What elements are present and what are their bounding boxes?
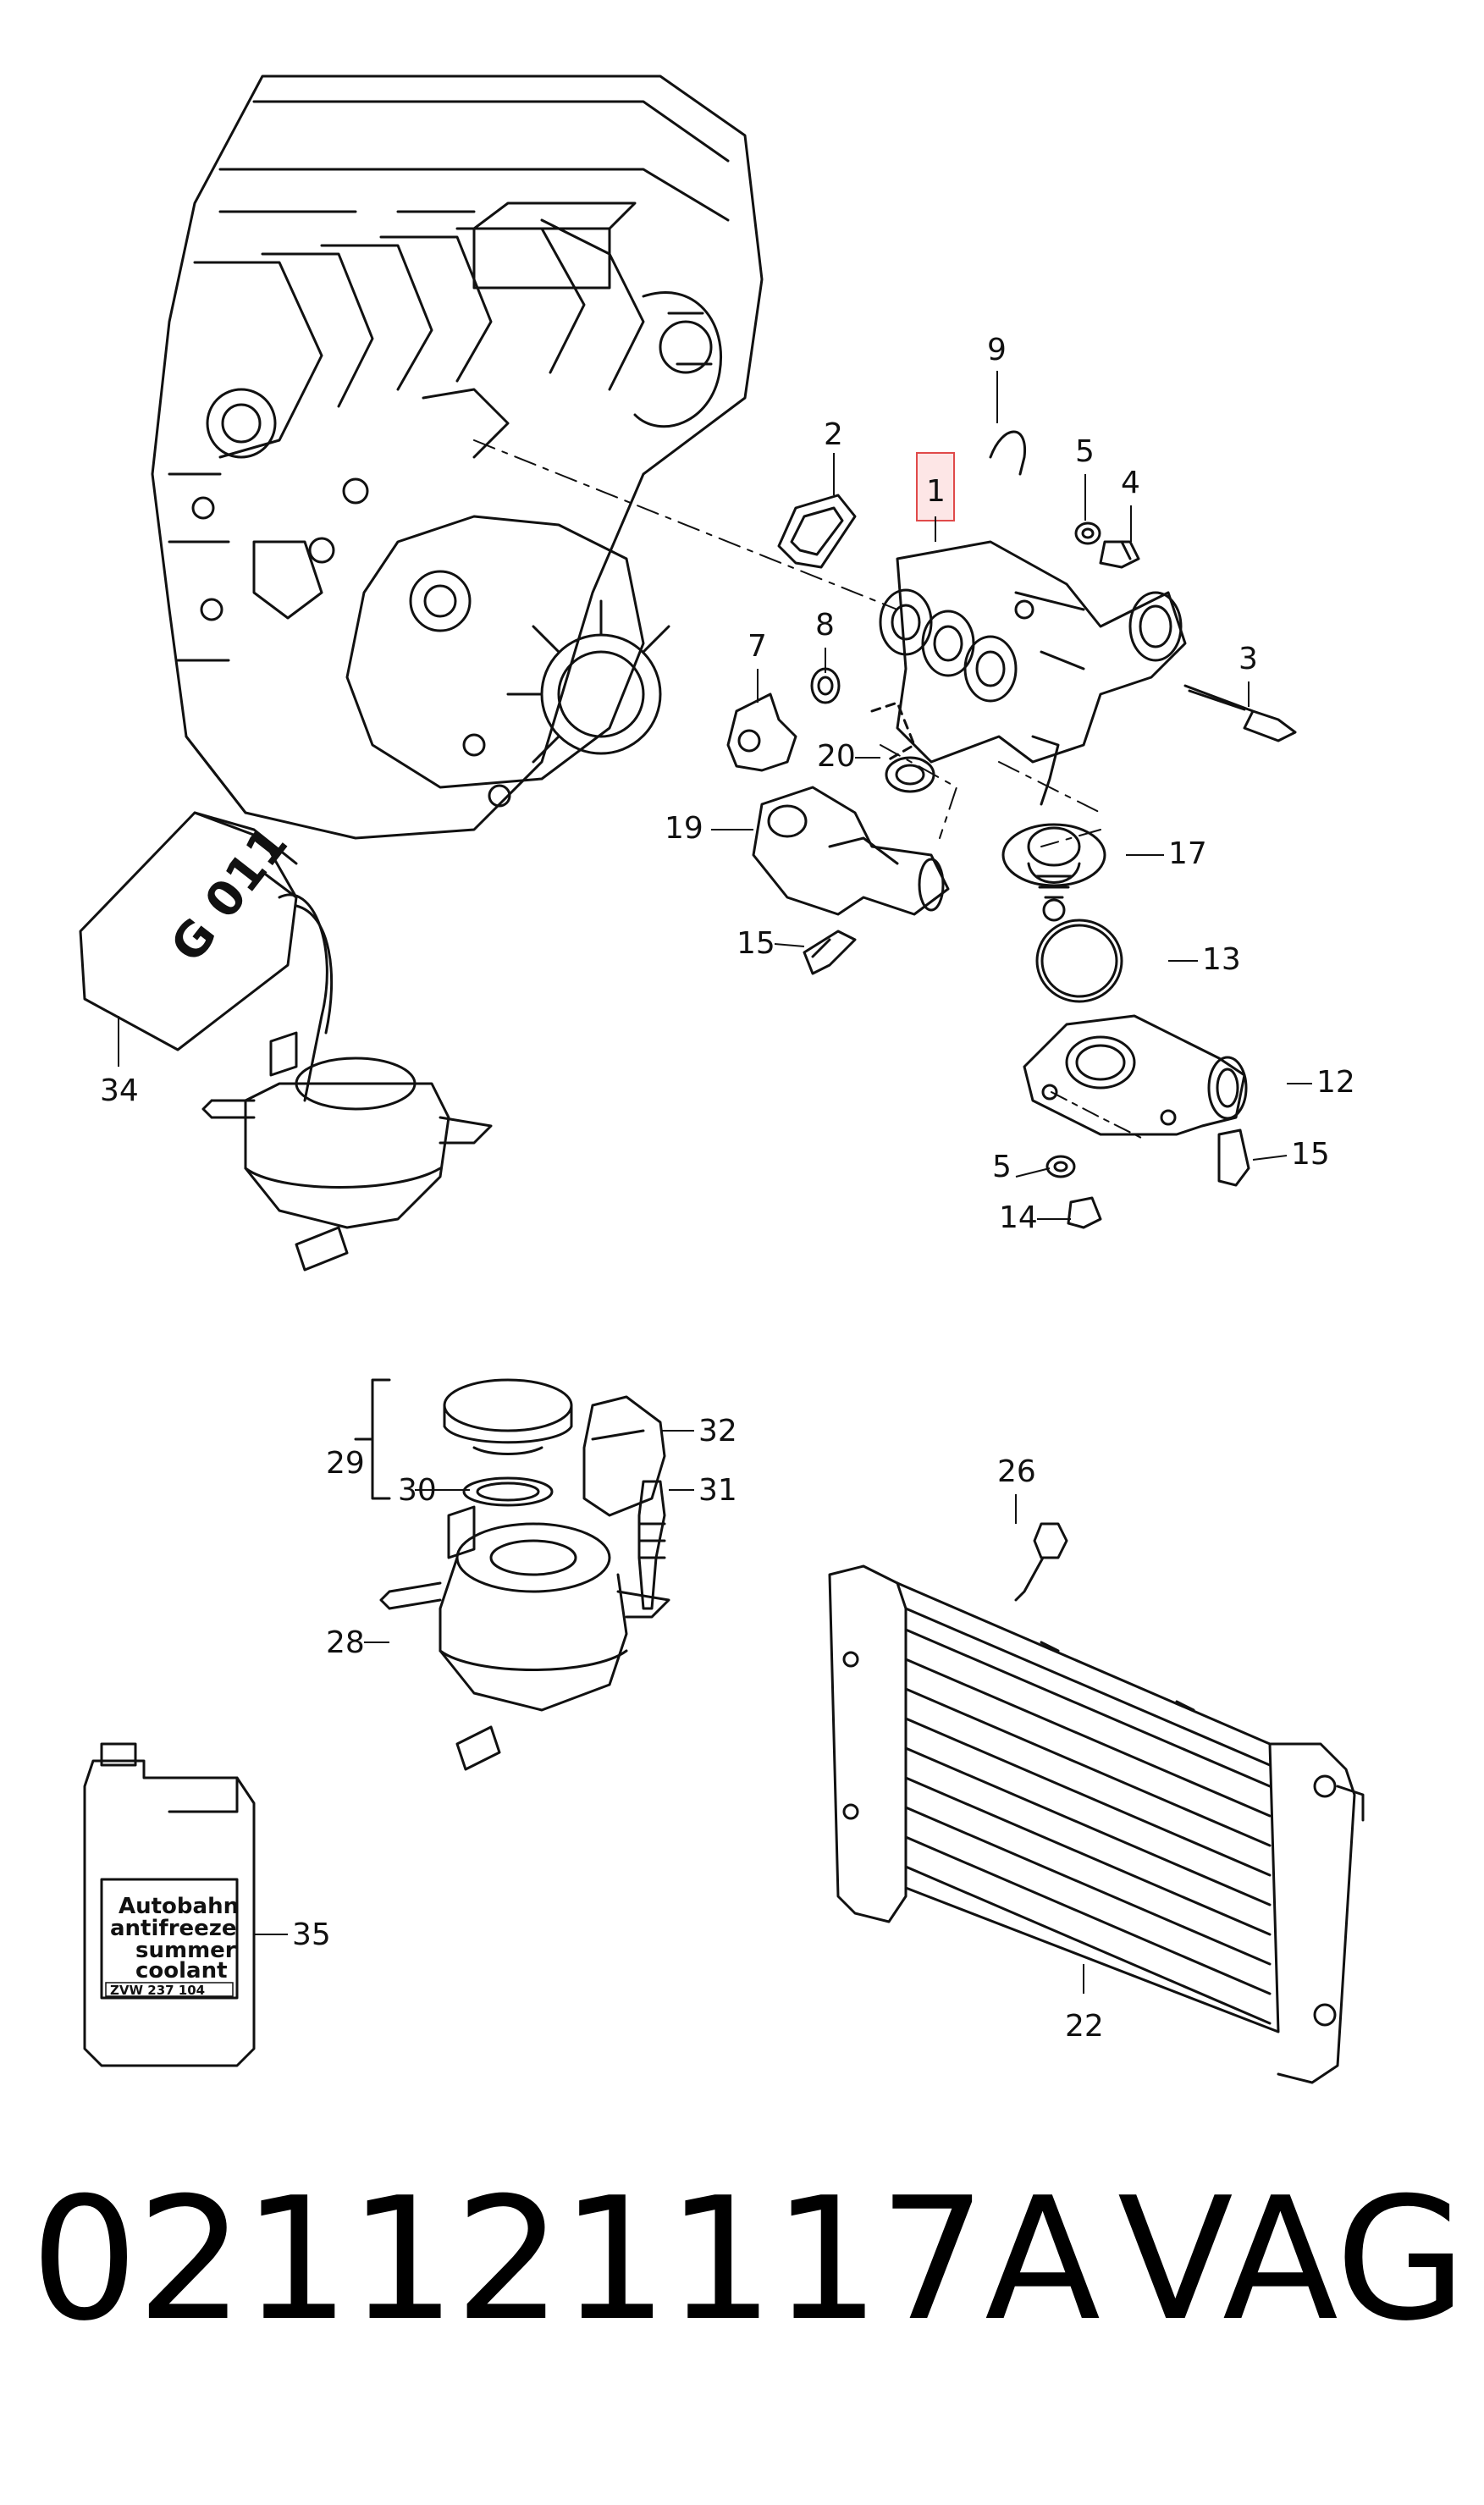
callout-1: 1	[926, 474, 946, 509]
callout-34: 34	[100, 1073, 139, 1108]
radiator	[828, 1564, 1365, 2084]
callout-28: 28	[326, 1625, 365, 1660]
level-sensor	[637, 1480, 666, 1610]
retaining-clip	[989, 430, 1027, 476]
callout-17: 17	[1168, 836, 1207, 871]
callout-15-right: 15	[1291, 1137, 1330, 1172]
callout-12: 12	[1316, 1065, 1355, 1100]
callout-35: 35	[292, 1917, 331, 1952]
callout-19: 19	[665, 811, 703, 846]
coolant-jug	[83, 1742, 256, 2067]
callout-9: 9	[987, 333, 1007, 367]
expansion-tank-pour	[201, 1031, 493, 1272]
callout-5-lower: 5	[992, 1150, 1012, 1184]
hose-connector	[582, 1395, 666, 1517]
thermostat	[1001, 735, 1106, 922]
callout-13: 13	[1202, 942, 1241, 977]
jug-label-line3: summer	[135, 1938, 236, 1963]
jug-label-line2: antifreeze	[110, 1916, 237, 1941]
thermostat-cover	[1023, 1014, 1248, 1136]
coolant-elbow	[752, 786, 950, 916]
engine-block-illustration	[151, 74, 764, 840]
callouts: 1 2 3 4 5 7 8 9 12 13 14 15 15 17 19 20 …	[100, 333, 1355, 2044]
canister-label: G 011	[160, 817, 298, 973]
callout-30: 30	[398, 1473, 437, 1508]
callout-7: 7	[748, 629, 767, 664]
coolant-flange-housing	[879, 540, 1187, 764]
jug-label-code: ZVW 237 104	[110, 1983, 205, 1998]
gasket	[777, 494, 857, 569]
jug-label-line4: coolant	[135, 1958, 228, 1984]
jug-label-line1: Autobahn	[119, 1894, 239, 1919]
callout-15-left: 15	[736, 926, 775, 961]
callout-8: 8	[815, 608, 835, 643]
highlight-box	[916, 452, 955, 521]
callout-5: 5	[1075, 434, 1095, 469]
leader-lines	[118, 371, 1312, 1994]
callout-26: 26	[997, 1454, 1036, 1489]
callout-4: 4	[1121, 466, 1140, 500]
brand-name: VAG	[1117, 2161, 1467, 2359]
expansion-tank	[379, 1505, 670, 1771]
callout-32: 32	[698, 1414, 737, 1448]
callout-3: 3	[1239, 642, 1258, 676]
antifreeze-canister	[79, 811, 334, 1102]
part-number: 021121117A	[30, 2161, 1101, 2359]
callout-31: 31	[698, 1473, 737, 1508]
callout-2: 2	[824, 417, 843, 452]
callout-20: 20	[817, 739, 856, 774]
tank-cap-group	[354, 1378, 573, 1507]
callout-29: 29	[326, 1446, 365, 1481]
callout-14: 14	[999, 1200, 1038, 1235]
callout-22: 22	[1065, 2009, 1104, 2044]
